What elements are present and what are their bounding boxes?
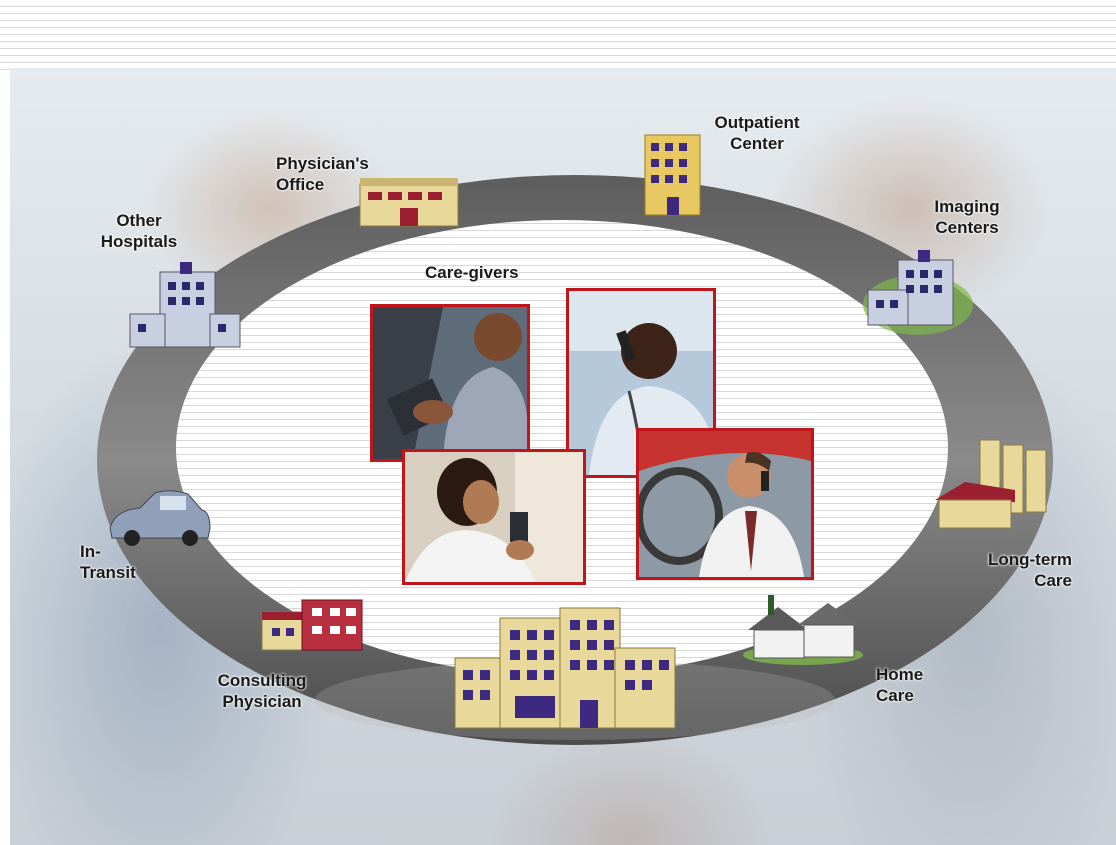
- label-in-transit: In- Transit: [80, 542, 136, 582]
- long-term-care-icon: [935, 439, 1047, 529]
- imaging-centers-icon: [863, 250, 973, 335]
- header-stripes: [0, 0, 1116, 70]
- physicians-office-icon: [359, 178, 459, 227]
- label-home-care: Home Care: [876, 665, 924, 705]
- label-care-givers: Care-givers: [425, 263, 519, 282]
- other-hospitals-icon: [129, 262, 241, 348]
- label-outpatient-center: Outpatient Center: [714, 113, 800, 153]
- label-imaging-centers: Imaging Centers: [934, 197, 1000, 237]
- caregiver-pda-photo: [402, 449, 586, 585]
- car-icon: [109, 490, 211, 546]
- label-long-term-care: Long-term Care: [987, 550, 1072, 590]
- home-care-icon: [743, 595, 863, 665]
- outpatient-center-icon: [644, 134, 701, 216]
- caregiver-tablet-photo: [370, 304, 530, 462]
- caregiver-car-photo: [636, 428, 814, 580]
- label-consulting-physician: Consulting Physician: [217, 671, 307, 711]
- consulting-physician-icon: [261, 599, 363, 651]
- label-other-hospitals: Other Hospitals: [100, 211, 178, 251]
- label-physicians-office: Physician's Office: [276, 154, 369, 194]
- caregiver-phone-photo: [566, 288, 716, 478]
- central-hospital-icon: [454, 607, 676, 729]
